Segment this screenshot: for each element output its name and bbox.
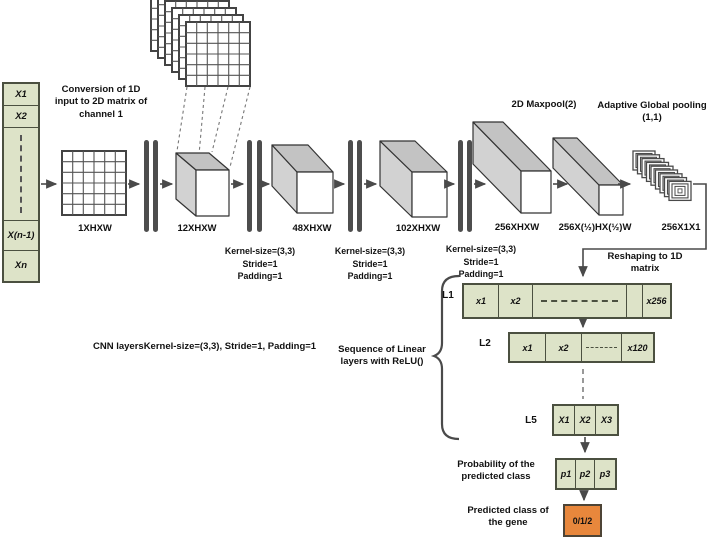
input-vector-column: X1 X2 X(n-1) Xn xyxy=(2,82,40,283)
probability-line2: predicted class xyxy=(461,471,531,483)
conv4-size-label: 256XHXW xyxy=(494,222,540,233)
l5-cell: X1 xyxy=(554,406,575,434)
l2-cell: x1 xyxy=(510,334,546,361)
padding-label: Padding=1 xyxy=(347,271,393,282)
conversion-line2: input to 2D matrix of xyxy=(54,96,148,108)
l2-label: L2 xyxy=(479,338,491,349)
reshape-line1: Reshaping to 1D xyxy=(607,251,683,262)
l1-cell: x256 xyxy=(646,296,667,306)
vertical-dash-icon xyxy=(20,135,22,213)
conv4-cuboid xyxy=(472,121,552,214)
channel-stack-grids-icon xyxy=(150,0,251,87)
adaptive-pooling-label: Adaptive Global pooling (1,1) xyxy=(597,100,706,125)
adaptive-line2: (1,1) xyxy=(642,112,662,124)
padding-label: Padding=1 xyxy=(458,269,504,280)
input-cell: X1 xyxy=(4,84,38,106)
l5-label: L5 xyxy=(525,415,537,426)
layer-bars xyxy=(144,140,472,232)
conversion-line1: Conversion of 1D xyxy=(61,84,141,95)
l1-cell: x2 xyxy=(499,285,533,317)
linear-row-l5: X1 X2 X3 xyxy=(552,404,619,436)
l1-cell-blank xyxy=(627,285,643,317)
flow-arrows xyxy=(41,179,707,502)
grid-size-label: 1XHXW xyxy=(78,223,112,234)
stride-label: Stride=1 xyxy=(352,258,388,269)
prob-cell: p3 xyxy=(599,469,611,479)
l2-cell: x120 xyxy=(627,342,648,353)
reshape-label: Reshaping to 1D matrix xyxy=(608,251,683,276)
stride-label: Stride=1 xyxy=(242,258,278,269)
conv1-cuboid xyxy=(175,152,230,217)
conv3-cuboid xyxy=(379,140,448,218)
l1-label: L1 xyxy=(442,290,454,301)
kernel-params-3: Kernel-size=(3,3) Stride=1 Padding=1 xyxy=(446,243,516,281)
conv2-size-label: 48XHXW xyxy=(292,223,332,234)
dash-line-icon xyxy=(541,300,618,302)
conv2-cuboid xyxy=(271,144,334,214)
adaptive-line1: Adaptive Global pooling xyxy=(597,100,707,111)
linear-note-line2: layers with ReLU() xyxy=(340,356,424,368)
dash-line-icon xyxy=(585,347,618,348)
gapout-size-label: 256X1X1 xyxy=(661,222,701,233)
l5-cell: X3 xyxy=(600,415,612,425)
poolout-size-label: 256X(½)HX(½)W xyxy=(558,222,632,233)
cnn-layers-note: CNN layersKernel-size=(3,3), Stride=1, P… xyxy=(93,341,317,352)
input-grid-icon xyxy=(61,150,127,216)
maxpool-label: 2D Maxpool(2) xyxy=(511,99,577,110)
predicted-line1: Predicted class of xyxy=(467,505,549,516)
kernel-params-2: Kernel-size=(3,3) Stride=1 Padding=1 xyxy=(335,245,405,283)
linear-note-line1: Sequence of Linear xyxy=(338,344,426,355)
input-cell: X2 xyxy=(4,106,38,128)
linear-sequence-note: Sequence of Linear layers with ReLU() xyxy=(338,344,426,369)
conv1-size-label: 12XHXW xyxy=(177,223,217,234)
l5-cell: X2 xyxy=(575,406,596,434)
linear-layers-brace xyxy=(430,274,460,441)
input-cell: Xn xyxy=(14,259,28,271)
kernel-size-label: Kernel-size=(3,3) xyxy=(334,246,406,256)
l2-cell-ellipsis xyxy=(582,334,622,361)
maxpool-cuboid xyxy=(552,137,624,216)
prob-cell: p2 xyxy=(576,460,595,488)
l2-cell: x2 xyxy=(546,334,582,361)
conversion-label: Conversion of 1D input to 2D matrix of c… xyxy=(55,84,147,121)
probability-row: p1 p2 p3 xyxy=(555,458,617,490)
kernel-params-1: Kernel-size=(3,3) Stride=1 Padding=1 xyxy=(225,245,295,283)
padding-label: Padding=1 xyxy=(237,271,283,282)
linear-row-l1: x1 x2 x256 xyxy=(462,283,672,319)
output-class-box: 0/1/2 xyxy=(563,504,602,537)
probability-label: Probability of the predicted class xyxy=(457,459,535,484)
input-cell: X(n-1) xyxy=(4,221,38,251)
l1-cell: x1 xyxy=(464,285,499,317)
probability-line1: Probability of the xyxy=(457,459,535,470)
prob-cell: p1 xyxy=(557,460,576,488)
reshape-line2: matrix xyxy=(630,263,660,275)
predicted-class-label: Predicted class of the gene xyxy=(467,505,548,530)
kernel-size-label: Kernel-size=(3,3) xyxy=(224,246,296,256)
feature-vector-stack-icon xyxy=(632,150,692,202)
kernel-size-label: Kernel-size=(3,3) xyxy=(445,244,517,254)
input-cell-ellipsis xyxy=(4,128,38,221)
predicted-line2: the gene xyxy=(488,517,528,529)
linear-row-l2: x1 x2 x120 xyxy=(508,332,655,363)
stride-label: Stride=1 xyxy=(463,256,499,267)
conv3-size-label: 102XHXW xyxy=(395,223,441,234)
l1-cell-ellipsis xyxy=(533,285,627,317)
conversion-line3: channel 1 xyxy=(79,108,123,120)
